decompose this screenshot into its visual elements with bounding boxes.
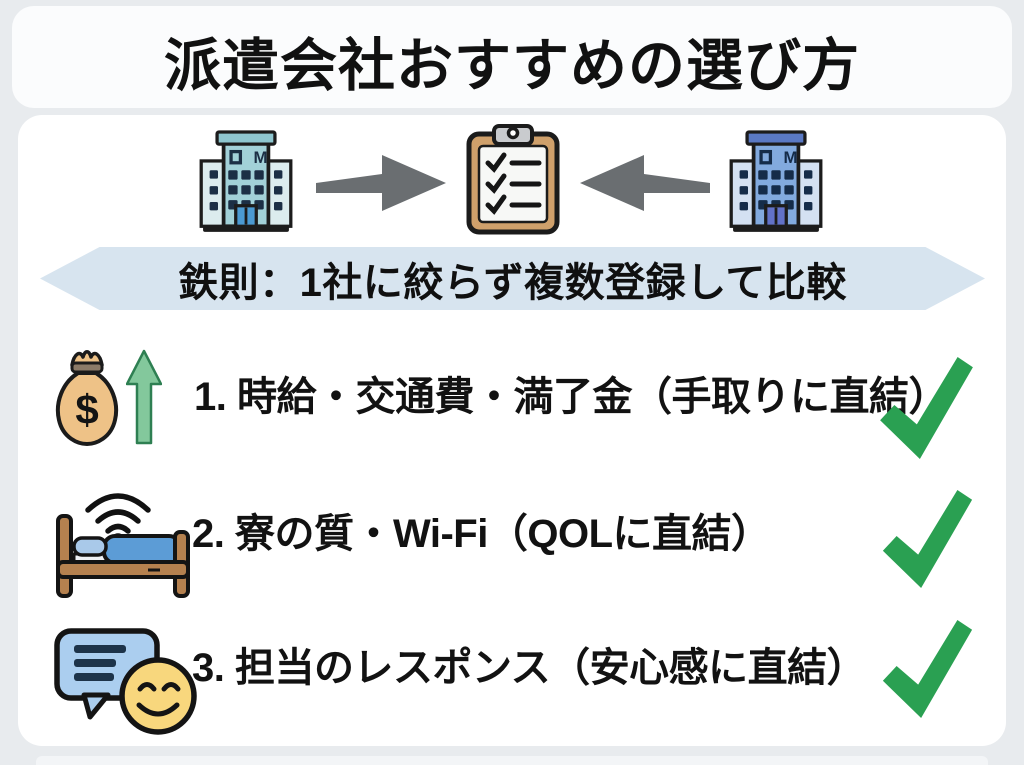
company-building-blue-icon: M <box>729 130 823 232</box>
check-icon <box>880 357 973 459</box>
item-text: 1. 時給・交通費・満了金（手取りに直結） <box>194 375 948 419</box>
building-sign-label: M <box>783 148 797 167</box>
rule-banner: 鉄則：1社に絞らず複数登録して比較 <box>40 247 985 310</box>
building-sign-label: M <box>253 148 267 167</box>
bed-wifi-icon <box>56 493 190 598</box>
title-card <box>12 6 1012 108</box>
chat-smiley-icon <box>54 628 197 735</box>
rule-banner-text: 鉄則：1社に絞らず複数登録して比較 <box>178 260 847 305</box>
money-bag-icon: $ <box>56 350 118 447</box>
page-title: 派遣会社おすすめの選び方 <box>164 34 860 98</box>
checklist-clipboard-icon <box>466 124 560 235</box>
check-icon <box>882 619 973 719</box>
up-arrow-icon <box>126 349 162 445</box>
dollar-sign: $ <box>75 386 98 433</box>
check-icon <box>882 489 973 589</box>
item-text: 3. 担当のレスポンス（安心感に直結） <box>192 646 867 690</box>
company-building-teal-icon: M <box>199 130 293 232</box>
bottom-card-edge <box>36 756 988 765</box>
arrow-right-icon <box>316 155 446 211</box>
arrow-left-icon <box>580 155 710 211</box>
item-text: 2. 寮の質・Wi-Fi（QOLに直結） <box>192 512 771 556</box>
